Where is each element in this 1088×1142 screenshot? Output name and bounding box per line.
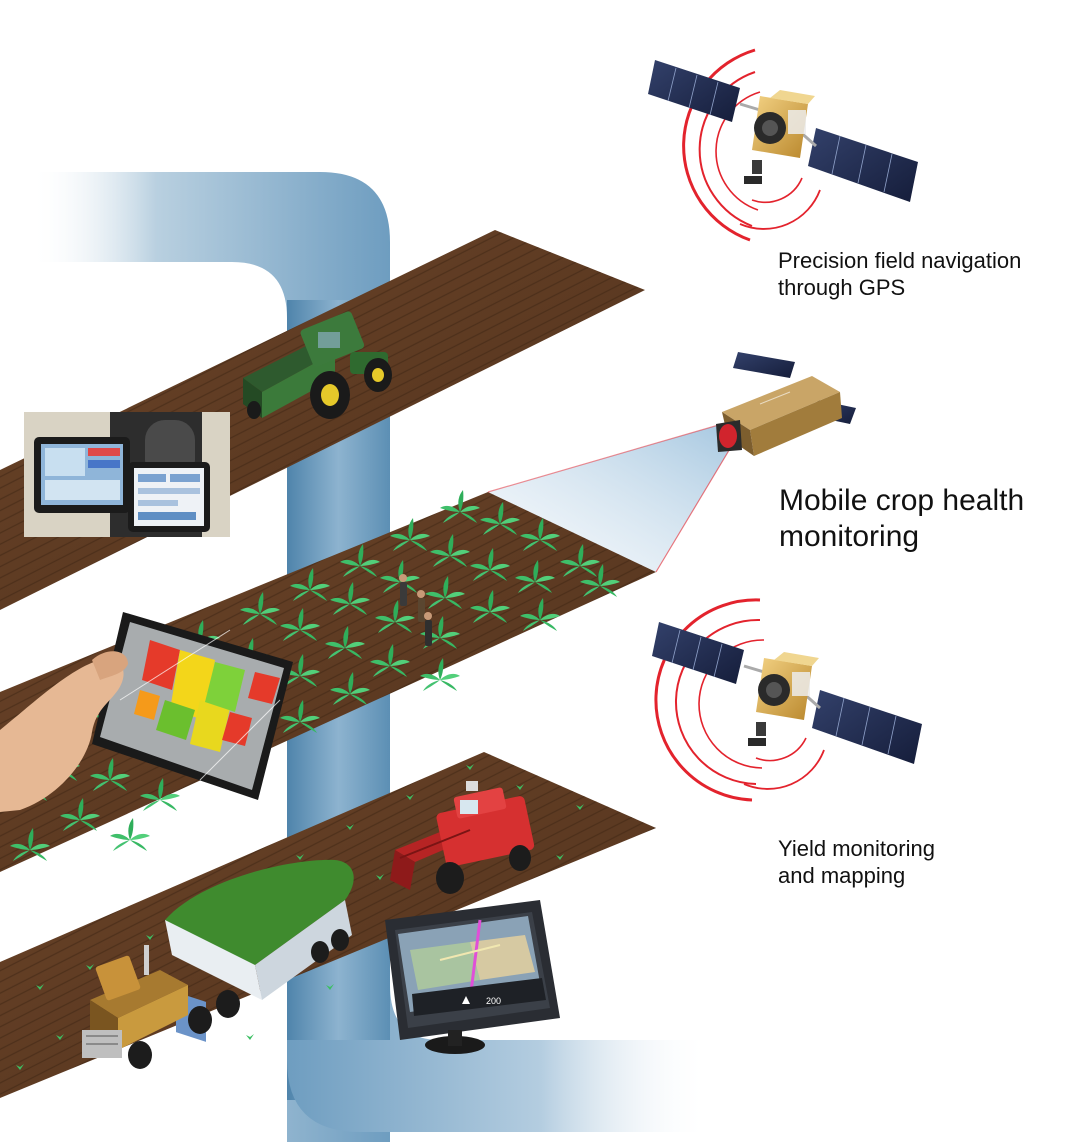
cab-monitors-icon	[24, 412, 230, 537]
data-pipe-bottom	[287, 985, 710, 1132]
farmers-group	[399, 574, 432, 646]
caption-yield-line-2: and mapping	[778, 862, 906, 888]
caption-gps-line-1: Precision field navigation	[778, 248, 1022, 273]
satellite-bottom-group	[652, 598, 922, 802]
satellite-icon	[648, 60, 918, 202]
signal-ring	[682, 48, 756, 242]
navigator-distance: 200	[486, 996, 501, 1006]
caption-crop-line-1: Mobile crop health	[779, 484, 1025, 517]
cubesat-icon	[716, 352, 856, 456]
satellite-top-group	[648, 48, 918, 242]
hand	[0, 651, 128, 812]
sensing-beam	[488, 424, 740, 572]
gps-navigator-icon: 200	[385, 900, 560, 1054]
field-strip-crops	[0, 492, 656, 872]
combine-harvester-icon	[390, 781, 535, 894]
caption-gps-line-2: through GPS	[778, 274, 906, 300]
grain-truck-icon	[82, 859, 354, 1069]
caption-yield-line-1: Yield monitoring	[778, 836, 935, 861]
tractor-icon	[243, 311, 392, 419]
caption-gps-navigation: Precision field navigation through GPS	[778, 248, 1021, 302]
caption-yield-mapping: Yield monitoring and mapping	[778, 836, 935, 890]
tablet-icon	[92, 612, 293, 800]
satellite-icon	[652, 622, 922, 764]
caption-crop-line-2: monitoring	[779, 520, 920, 553]
signal-ring	[654, 598, 761, 802]
caption-crop-health: Mobile crop health monitoring	[779, 483, 1024, 555]
